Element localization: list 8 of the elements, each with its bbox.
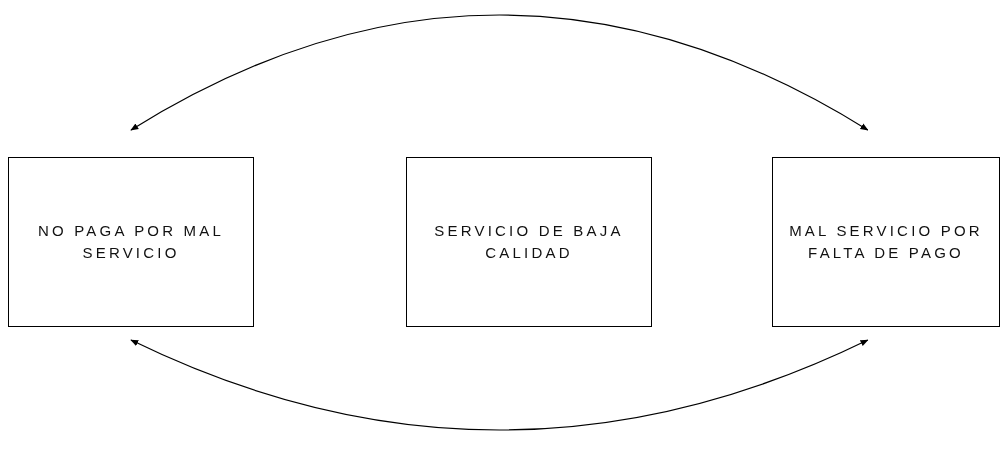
curved-arrow [130, 14, 869, 131]
curved-arrow [130, 339, 869, 431]
box-label: MAL SERVICIO POR FALTA DE PAGO [788, 221, 984, 263]
box-label: SERVICIO DE BAJA CALIDAD [433, 221, 625, 263]
box-label: NO PAGA POR MAL SERVICIO [36, 221, 226, 263]
process-box [8, 157, 254, 327]
process-box [406, 157, 652, 327]
process-box [772, 157, 1000, 327]
